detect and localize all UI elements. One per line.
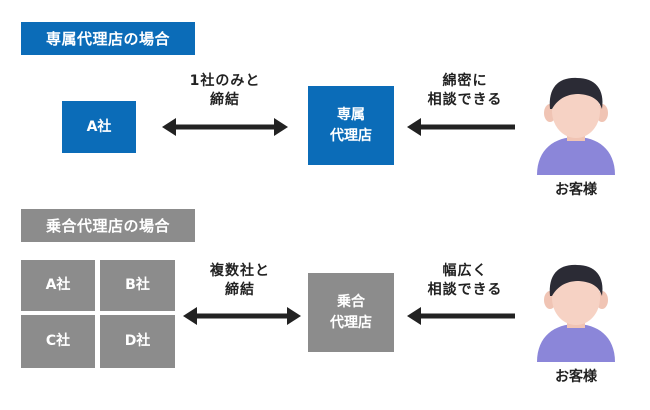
multi-customer-note: 幅広く 相談できる — [427, 263, 503, 298]
company-c-box: C社 — [21, 315, 95, 368]
multi-header: 乗合代理店の場合 — [21, 209, 195, 242]
exclusive-header: 専属代理店の場合 — [21, 22, 195, 55]
multi-double-arrow — [183, 307, 301, 325]
exclusive-relation-label: 1社のみと 締結 — [189, 73, 261, 108]
company-a-box: A社 — [62, 101, 136, 153]
exclusive-arrow-left — [407, 118, 515, 136]
company-a-box: A社 — [21, 260, 95, 311]
multi-relation-label: 複数社と 締結 — [210, 263, 270, 298]
exclusive-double-arrow — [162, 118, 288, 136]
multi-arrow-left — [407, 307, 515, 325]
customer-person-icon — [537, 77, 615, 175]
company-d-box: D社 — [100, 315, 175, 368]
customer-person-icon — [537, 264, 615, 362]
company-b-box: B社 — [100, 260, 175, 311]
exclusive-customer-note: 綿密に 相談できる — [427, 73, 503, 108]
customer-label: お客様 — [555, 369, 597, 385]
exclusive-agency-box: 専属 代理店 — [308, 86, 394, 165]
multi-agency-box: 乗合 代理店 — [308, 273, 394, 352]
customer-label: お客様 — [555, 182, 597, 198]
